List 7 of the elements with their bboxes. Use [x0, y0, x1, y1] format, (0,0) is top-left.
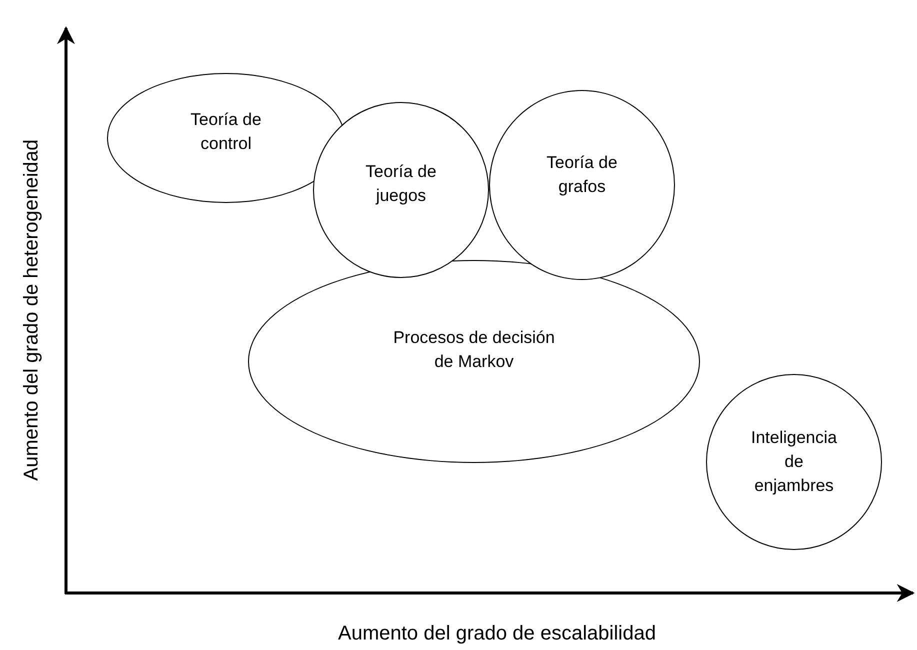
axis-title: Aumento del grado de heterogeneidad	[20, 139, 44, 481]
axis-title: Aumento del grado de escalabilidad	[338, 622, 656, 646]
topic-label: Procesos de decisión de Markov	[392, 326, 556, 372]
topic-label: Teoría de control	[190, 109, 262, 155]
topic-label: Inteligencia de enjambres	[750, 427, 838, 497]
topic-label: Teoría de grafos	[546, 152, 618, 198]
topic-label: Teoría de juegos	[364, 161, 438, 207]
